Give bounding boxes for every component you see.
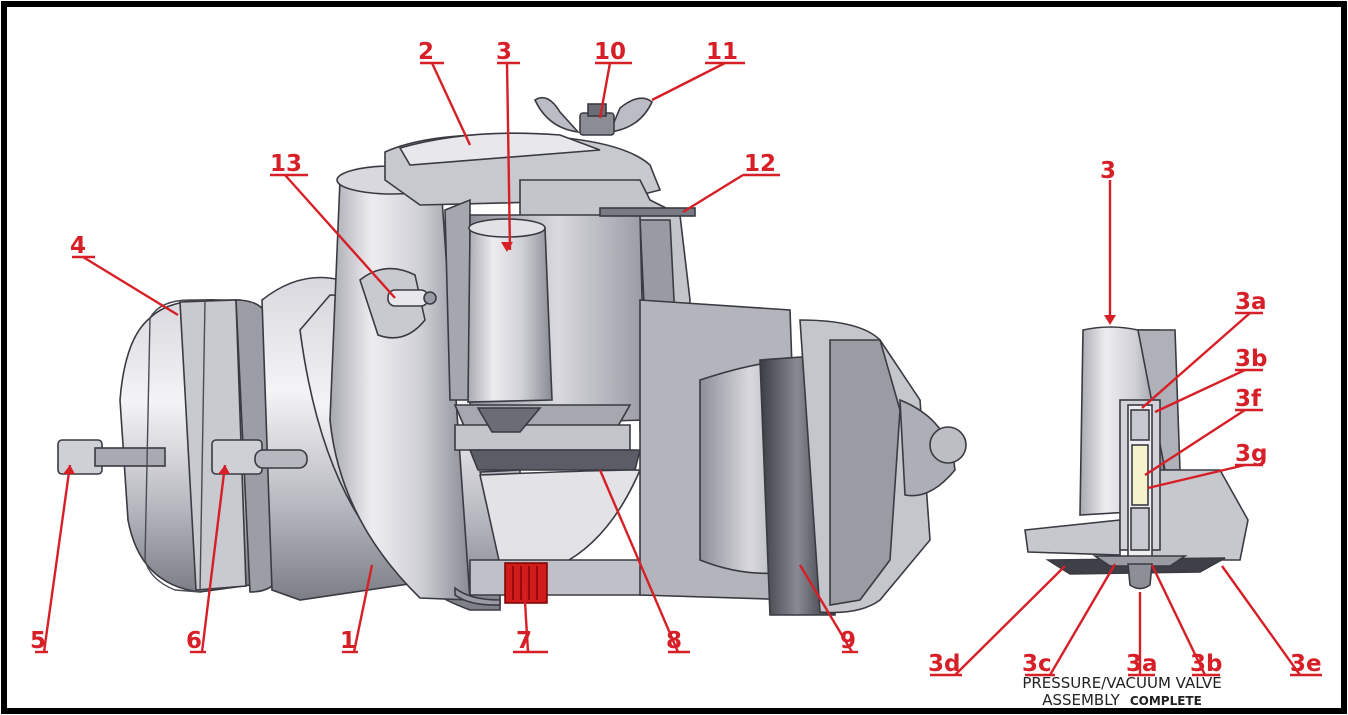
- label-part-3: 3: [496, 39, 512, 65]
- callout-labels: 5 6 1 7 8 9 4 2 3 10 11 12 13 3 3a 3b 3f…: [30, 39, 1322, 677]
- label-1-part-5: 5: [30, 628, 46, 654]
- label-part-7: 7: [516, 628, 532, 654]
- label-part-11: 11: [706, 39, 738, 65]
- label-detail-3f: 3f: [1235, 386, 1262, 412]
- caption-line-2-prefix: ASSEMBLY: [1042, 691, 1120, 709]
- label-part-12: 12: [744, 151, 776, 177]
- caption-line-2-bold: COMPLETE: [1130, 694, 1202, 708]
- caption-line-2: ASSEMBLY COMPLETE: [1042, 690, 1202, 709]
- label-detail-3g: 3g: [1235, 441, 1267, 467]
- label-part-1: 1: [340, 628, 356, 654]
- label-detail-3b-bottom: 3b: [1190, 651, 1222, 677]
- label-detail-3c: 3c: [1022, 651, 1052, 677]
- pressure-vacuum-valve-detail: [1024, 326, 1249, 590]
- label-detail-3b-top: 3b: [1235, 346, 1267, 372]
- label-part-13: 13: [270, 151, 302, 177]
- label-detail-3: 3: [1100, 158, 1116, 184]
- label-detail-3d: 3d: [928, 651, 960, 677]
- label-detail-3a-top: 3a: [1235, 289, 1267, 315]
- detail-caption: PRESSURE/VACUUM VALVE ASSEMBLY COMPLETE: [1022, 674, 1221, 709]
- label-part-8: 8: [666, 628, 682, 654]
- leader-lines: [35, 61, 1322, 677]
- caption-line-1: PRESSURE/VACUUM VALVE: [1022, 674, 1221, 692]
- label-part-6: 6: [186, 628, 202, 654]
- label-part-10: 10: [594, 39, 626, 65]
- label-part-2: 2: [418, 39, 434, 65]
- label-part-9: 9: [840, 628, 856, 654]
- label-detail-3a-bottom: 3a: [1126, 651, 1158, 677]
- valve-body-illustration: [57, 96, 967, 616]
- label-part-4: 4: [70, 233, 86, 259]
- label-detail-3e: 3e: [1290, 651, 1322, 677]
